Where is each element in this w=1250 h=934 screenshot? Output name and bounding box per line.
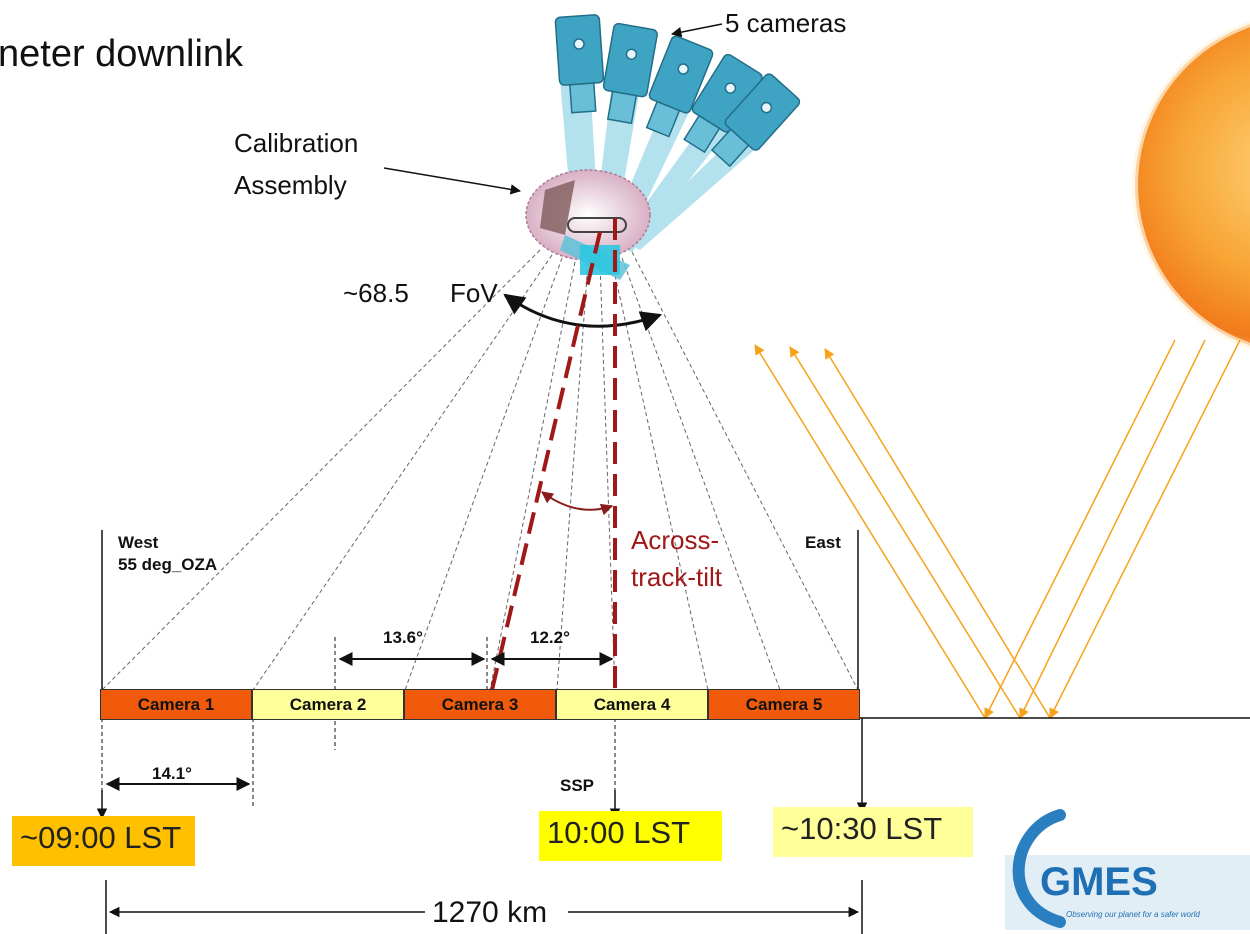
calibration-label-line1: Calibration — [234, 128, 359, 158]
ssp-label: SSP — [560, 776, 595, 795]
angle-13-6-label: 13.6° — [383, 628, 423, 647]
svg-text:GMES: GMES — [1040, 860, 1158, 904]
across-track-tilt-lines — [490, 218, 617, 691]
swath-camera-5: Camera 5 — [708, 689, 860, 720]
calibration-pointer — [383, 167, 522, 195]
cameras-pointer — [670, 23, 723, 38]
camera-icon — [645, 35, 714, 138]
cameras-label: 5 cameras — [725, 8, 847, 38]
swath-camera-1: Camera 1 — [100, 689, 252, 720]
time-ssp: 10:00 LST — [539, 811, 722, 861]
tilt-arc-arrow — [541, 491, 614, 516]
east-label: East — [805, 533, 841, 552]
sun-rays — [754, 339, 1241, 719]
calibration-label-line2: Assembly — [234, 170, 347, 200]
angle-12-2-label: 12.2° — [530, 628, 570, 647]
fov-label: FoV — [450, 278, 498, 308]
camera-icon — [710, 73, 801, 168]
west-oza-label: 55 deg_OZA — [118, 555, 218, 574]
fov-arc-arrow — [503, 293, 662, 332]
fov-value-label: ~68.5 — [343, 278, 409, 308]
time-west: ~09:00 LST — [12, 816, 195, 866]
across-track-tilt-label-line1: Across- — [631, 525, 720, 555]
swath-camera-3: Camera 3 — [404, 689, 556, 720]
sun-icon — [1132, 20, 1250, 350]
swath-camera-2: Camera 2 — [252, 689, 404, 720]
camera-bundle — [525, 14, 801, 280]
swath-width-label: 1270 km — [432, 896, 548, 929]
swath-camera-4: Camera 4 — [556, 689, 708, 720]
svg-text:Observing our planet for a saf: Observing our planet for a safer world — [1066, 910, 1200, 919]
subtitle-fragment: neter downlink — [0, 33, 244, 75]
camera-icon — [602, 22, 658, 125]
field-of-view-rays — [101, 249, 859, 691]
swath-bar: Camera 1 Camera 2 Camera 3 Camera 4 Came… — [100, 689, 860, 720]
across-track-tilt-label-line2: track-tilt — [631, 562, 722, 592]
time-east: ~10:30 LST — [773, 807, 973, 857]
west-label: West — [118, 533, 159, 552]
angle-14-1-label: 14.1° — [152, 764, 192, 783]
camera-icon — [554, 14, 605, 114]
gmes-logo: GMES Observing our planet for a safer wo… — [1005, 809, 1250, 930]
